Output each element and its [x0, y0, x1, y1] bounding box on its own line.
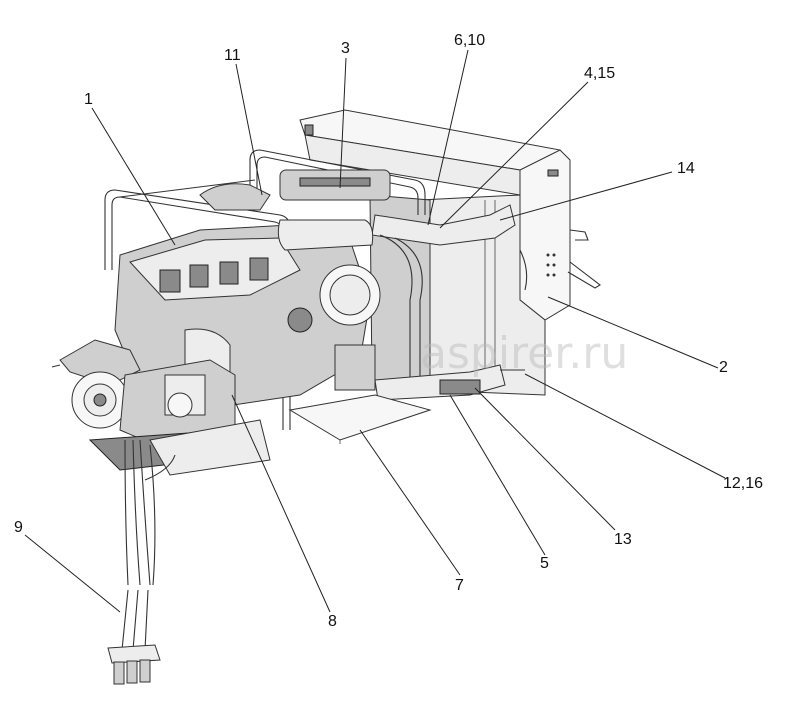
callout-13: 13	[614, 531, 632, 548]
leader-7	[359, 429, 461, 576]
leader-lines	[24, 49, 726, 613]
leader-14	[499, 171, 673, 221]
front-pump-assembly	[51, 339, 271, 476]
leader-5	[449, 394, 546, 556]
base-plate	[288, 394, 432, 444]
leader-1	[91, 107, 176, 246]
callout-7: 7	[455, 577, 464, 594]
callout-12-16: 12,16	[723, 475, 763, 492]
leader-11	[235, 63, 263, 196]
leader-12-16	[524, 373, 726, 479]
callout-4-15: 4,15	[584, 65, 615, 82]
leader-2	[547, 296, 719, 369]
leader-6-10	[427, 49, 469, 226]
watermark-text: aspirer.ru	[420, 328, 628, 379]
radiator-assembly	[299, 109, 601, 396]
callout-9: 9	[14, 519, 23, 536]
leader-3	[339, 57, 347, 189]
callout-2: 2	[719, 359, 728, 376]
engine-block	[114, 169, 391, 411]
leader-4-15	[439, 81, 589, 229]
leader-8	[231, 394, 331, 613]
callout-6-10: 6,10	[454, 32, 485, 49]
leader-13	[474, 387, 616, 531]
frame-tubes	[104, 149, 426, 430]
callout-1: 1	[84, 91, 93, 108]
callout-3: 3	[341, 40, 350, 57]
callout-8: 8	[328, 613, 337, 630]
hydraulic-hoses	[107, 439, 176, 685]
leader-9	[24, 534, 121, 613]
callout-labels: 1 11 3 6,10 4,15 14 2 12,16 13 5 7 8 9	[14, 32, 763, 630]
callout-5: 5	[540, 555, 549, 572]
callout-14: 14	[677, 160, 695, 177]
callout-11: 11	[224, 47, 241, 64]
